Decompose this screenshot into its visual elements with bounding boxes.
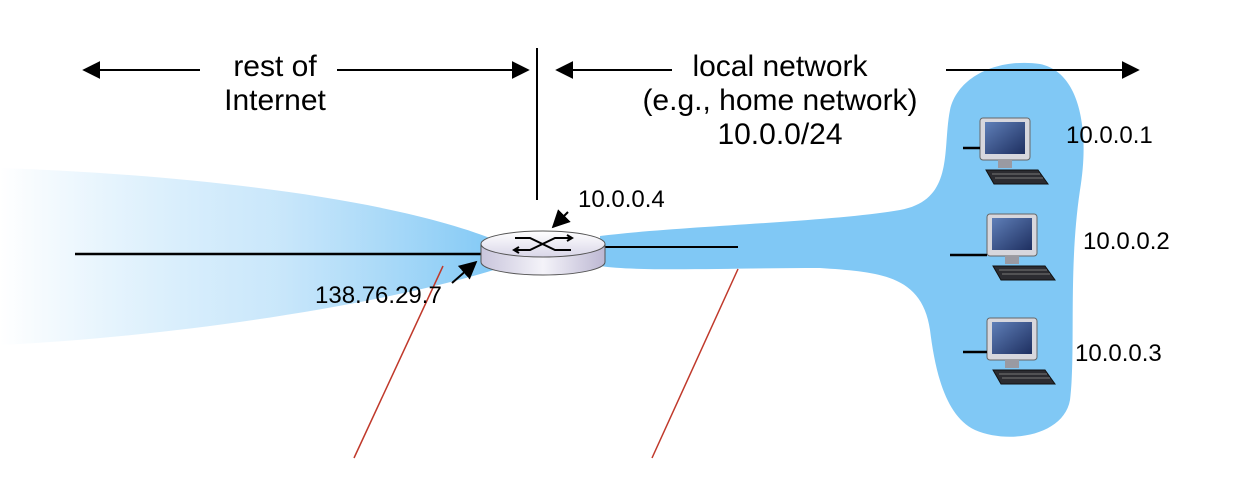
host-ip-3: 10.0.0.3 [1075,340,1162,367]
local-network-shape [600,62,1084,437]
router-outside-ip: 138.76.29.7 [315,282,442,309]
local-label-line1: local network [692,50,868,83]
rest-label-line1: rest of [233,50,317,83]
host-ip-2: 10.0.0.2 [1083,228,1170,255]
host-ip-1: 10.0.0.1 [1066,122,1153,149]
rest-label-line2: Internet [224,84,326,117]
host-computer-icon-2 [986,213,1056,281]
local-label-line3: 10.0.0/24 [717,118,843,151]
local-network-label: local network (e.g., home network) 10.0.… [630,52,930,150]
inside-annotation-line [651,268,739,459]
internet-cloud [0,168,500,345]
router-cross-arrows-icon [512,234,574,254]
rest-of-internet-label: rest of Internet [200,52,350,116]
local-label-line2: (e.g., home network) [642,84,918,117]
outside-ip-pointer [451,260,478,284]
host-computer-icon-1 [979,117,1049,185]
outside-annotation-line [353,265,444,459]
router-icon [480,230,606,276]
host-computer-icon-3 [986,317,1056,385]
inside-ip-pointer [551,209,571,229]
router-inside-ip: 10.0.0.4 [578,186,665,213]
